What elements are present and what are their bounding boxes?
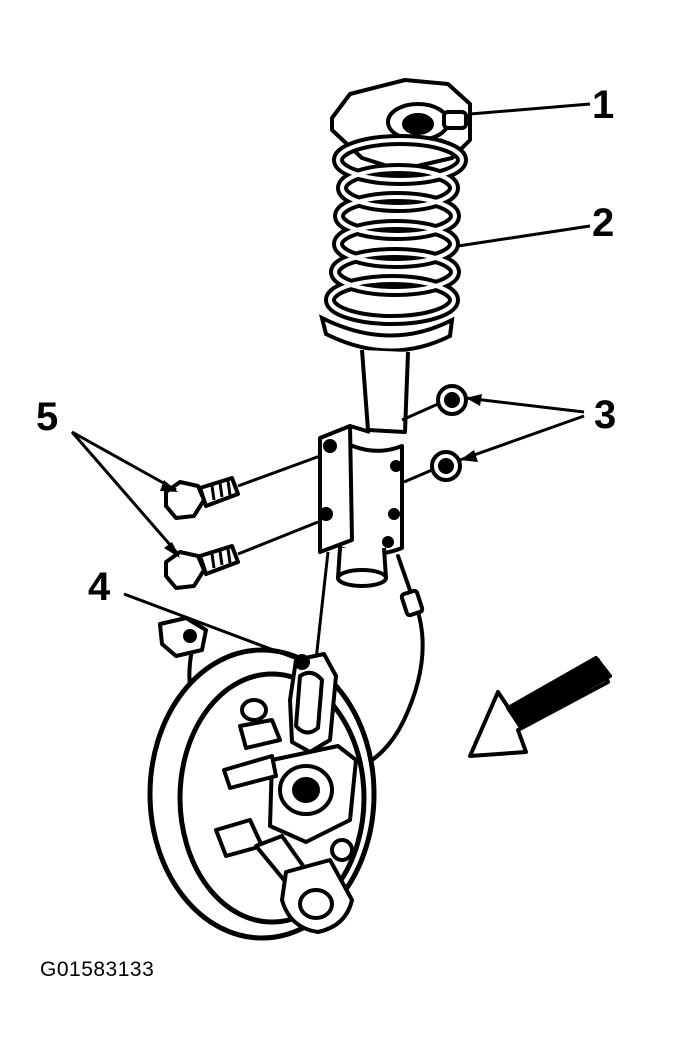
arrowhead-5b	[164, 542, 180, 558]
nut-alignment-lines	[401, 402, 439, 484]
arrowhead-5a	[160, 480, 178, 492]
nut-upper	[436, 384, 468, 416]
arrowhead-3a	[466, 394, 482, 406]
callout-5: 5	[36, 395, 58, 439]
leader-2	[457, 224, 591, 248]
cable-bracket	[158, 616, 208, 658]
leader-3b	[459, 414, 585, 462]
leader-5b	[70, 431, 180, 555]
lower-spring-seat	[319, 314, 455, 353]
brake-hose-fitting	[399, 588, 425, 618]
leader-lines	[70, 102, 591, 662]
callout-3: 3	[594, 393, 616, 437]
leader-5a	[71, 430, 177, 492]
leader-arrowheads	[160, 394, 482, 558]
callout-2: 2	[592, 201, 614, 245]
bolt-alignment-lines	[237, 454, 321, 556]
strut-bracket	[318, 424, 402, 554]
bracket-guide-line	[314, 551, 330, 661]
leader-1	[469, 102, 591, 116]
nut-lower	[430, 450, 462, 482]
leader-3a	[465, 396, 585, 414]
leader-4	[123, 592, 301, 662]
callout-1: 1	[592, 83, 614, 127]
steering-knuckle	[214, 652, 358, 934]
coil-spring-inner	[328, 138, 464, 322]
bolt-lower	[164, 544, 240, 590]
figure-id: G01583133	[40, 958, 155, 981]
callout-4: 4	[88, 565, 111, 609]
arrowhead-3b	[460, 450, 478, 462]
bolt-upper	[164, 476, 240, 520]
front-direction-arrow	[468, 656, 612, 758]
strut-body	[336, 349, 410, 588]
strut-upper-mount	[330, 78, 472, 172]
